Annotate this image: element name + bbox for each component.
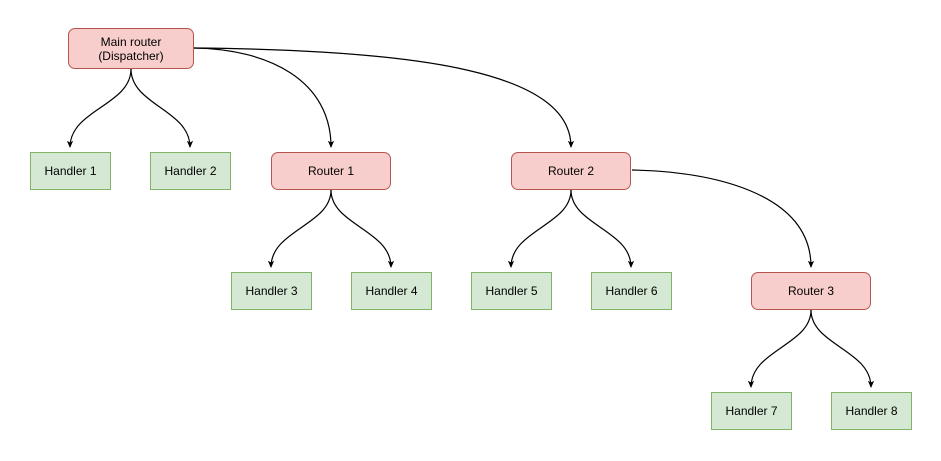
node-label-handler-6: Handler 6 (605, 284, 658, 298)
edge-router-2-to-handler-5 (507, 189, 572, 268)
edge-main-to-router-1 (193, 47, 335, 148)
node-router-3[interactable]: Router 3 (751, 272, 871, 310)
edge-router-2-to-router-3 (631, 169, 815, 268)
edge-router-2-to-handler-6 (570, 189, 635, 268)
node-handler-8[interactable]: Handler 8 (831, 392, 912, 430)
node-label-router-2: Router 2 (547, 164, 595, 178)
node-handler-1[interactable]: Handler 1 (30, 152, 111, 190)
node-label-handler-3: Handler 3 (245, 284, 298, 298)
node-router-1[interactable]: Router 1 (271, 152, 391, 190)
node-label-router-3: Router 3 (787, 284, 835, 298)
node-handler-4[interactable]: Handler 4 (351, 272, 432, 310)
edge-router-1-to-handler-4 (330, 189, 395, 268)
node-label-handler-8: Handler 8 (845, 404, 898, 418)
edge-router-1-to-handler-3 (267, 189, 332, 268)
node-label-handler-1: Handler 1 (44, 164, 97, 178)
edge-main-to-handler-2 (130, 68, 194, 148)
node-main-router[interactable]: Main router (Dispatcher) (68, 28, 194, 69)
node-handler-7[interactable]: Handler 7 (711, 392, 792, 430)
node-handler-3[interactable]: Handler 3 (231, 272, 312, 310)
node-label-main-router: Main router (Dispatcher) (98, 34, 164, 63)
node-handler-6[interactable]: Handler 6 (591, 272, 672, 310)
node-handler-2[interactable]: Handler 2 (150, 152, 231, 190)
node-label-handler-7: Handler 7 (725, 404, 778, 418)
edge-main-to-handler-1 (66, 68, 132, 148)
edge-main-to-router-2 (193, 47, 575, 148)
node-router-2[interactable]: Router 2 (511, 152, 631, 190)
node-label-handler-5: Handler 5 (485, 284, 538, 298)
node-label-handler-2: Handler 2 (164, 164, 217, 178)
node-label-router-1: Router 1 (307, 164, 355, 178)
edge-router-3-to-handler-8 (810, 309, 875, 388)
edge-router-3-to-handler-7 (747, 309, 812, 388)
node-handler-5[interactable]: Handler 5 (471, 272, 552, 310)
edges-group (66, 47, 875, 388)
node-label-handler-4: Handler 4 (365, 284, 418, 298)
